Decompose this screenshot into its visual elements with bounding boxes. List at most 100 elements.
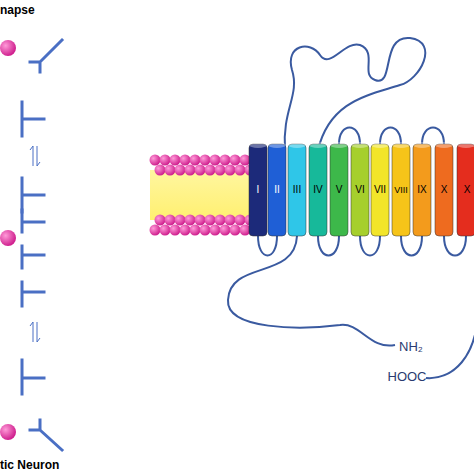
receptor-symbol (22, 282, 44, 306)
lipid-head (235, 165, 246, 176)
lipid-head (175, 215, 186, 226)
helix-number: VIII (394, 186, 408, 195)
lipid-tails (150, 170, 250, 220)
receptor-symbol (22, 360, 44, 394)
terminus-label: HOOC (388, 370, 427, 383)
helix-number: V (336, 185, 343, 195)
helix-top (249, 142, 267, 148)
lipid-head (180, 155, 191, 166)
lipid-head (220, 225, 231, 236)
intracellular-loop (228, 236, 395, 346)
extracellular-loop (380, 128, 401, 145)
lipid-head (160, 225, 171, 236)
helix-body (435, 144, 453, 236)
ligand-balls (0, 40, 16, 440)
helix-top (392, 142, 410, 148)
terminus-label: NH₂ (399, 340, 423, 353)
lipid-head (180, 225, 191, 236)
helix-top (435, 142, 453, 148)
ligand-ball (0, 230, 16, 246)
helix-body (288, 144, 306, 236)
helix-number: IX (417, 185, 426, 195)
helix-cylinder (371, 142, 389, 236)
lipid-head (185, 165, 196, 176)
helix-cylinder (249, 142, 267, 236)
receptor-symbol (30, 420, 62, 450)
equilibrium-arrows (30, 146, 40, 342)
receptor-symbol (30, 40, 62, 72)
lipid-head (200, 155, 211, 166)
helix-body (371, 144, 389, 236)
helix-cylinder (330, 142, 348, 236)
helix-top (351, 142, 369, 148)
receptor-symbol (22, 246, 44, 268)
helix-number: VI (355, 185, 364, 195)
lipid-head (225, 165, 236, 176)
extracellular-loop (422, 128, 444, 145)
lipid-head (165, 215, 176, 226)
helix-top (309, 142, 327, 148)
lipid-head (220, 155, 231, 166)
ligand-ball (0, 424, 16, 440)
intracellular-loop (318, 236, 339, 256)
arrow-symbol (37, 146, 40, 166)
lipid-head (235, 215, 246, 226)
receptor-symbol (22, 210, 44, 232)
helix-cylinder (288, 142, 306, 236)
intracellular-loop (360, 236, 380, 256)
helix-cylinder (435, 142, 453, 236)
lipid-head (170, 155, 181, 166)
lipid-heads (150, 155, 256, 236)
helix-cylinder (457, 142, 474, 236)
helix-cylinder (413, 142, 431, 236)
receptor-symbol (22, 102, 44, 136)
c-terminus-chain (426, 300, 474, 378)
lipid-head (170, 225, 181, 236)
helix-number: X (441, 185, 448, 195)
helix-cylinder (309, 142, 327, 236)
transmembrane-helices (249, 142, 474, 236)
lipid-head (215, 165, 226, 176)
lipid-head (210, 155, 221, 166)
synapse-panel (22, 40, 62, 450)
lipid-head (215, 215, 226, 226)
arrow-symbol (30, 146, 33, 166)
helix-top (288, 142, 306, 148)
helix-top (413, 142, 431, 148)
helix-number: III (293, 185, 301, 195)
lipid-head (160, 155, 171, 166)
lipid-head (195, 165, 206, 176)
lipid-head (205, 165, 216, 176)
helix-number: VII (374, 185, 386, 195)
helix-body (392, 144, 410, 236)
ligand-ball (0, 40, 16, 56)
helix-top (457, 142, 474, 148)
lipid-head (190, 225, 201, 236)
helix-number: X (464, 185, 471, 195)
lipid-head (155, 215, 166, 226)
receptor-symbol (22, 178, 44, 212)
helix-body (457, 144, 474, 236)
lipid-head (190, 155, 201, 166)
helix-cylinder (351, 142, 369, 236)
helix-top (371, 142, 389, 148)
extracellular-loop (339, 128, 360, 145)
helix-body (413, 144, 431, 236)
extracellular-loop (285, 38, 426, 150)
lipid-head (175, 165, 186, 176)
helix-body (309, 144, 327, 236)
helix-number: I (257, 185, 260, 195)
lipid-head (200, 225, 211, 236)
helix-top (330, 142, 348, 148)
protein-loops (228, 38, 474, 378)
helix-body (330, 144, 348, 236)
helix-body (351, 144, 369, 236)
helix-top (268, 142, 286, 148)
intracellular-loop (444, 236, 466, 256)
lipid-head (185, 215, 196, 226)
arrow-symbol (37, 322, 40, 342)
arrow-symbol (30, 322, 33, 342)
intracellular-loop (258, 236, 277, 256)
lipid-head (165, 165, 176, 176)
helix-cylinder (268, 142, 286, 236)
